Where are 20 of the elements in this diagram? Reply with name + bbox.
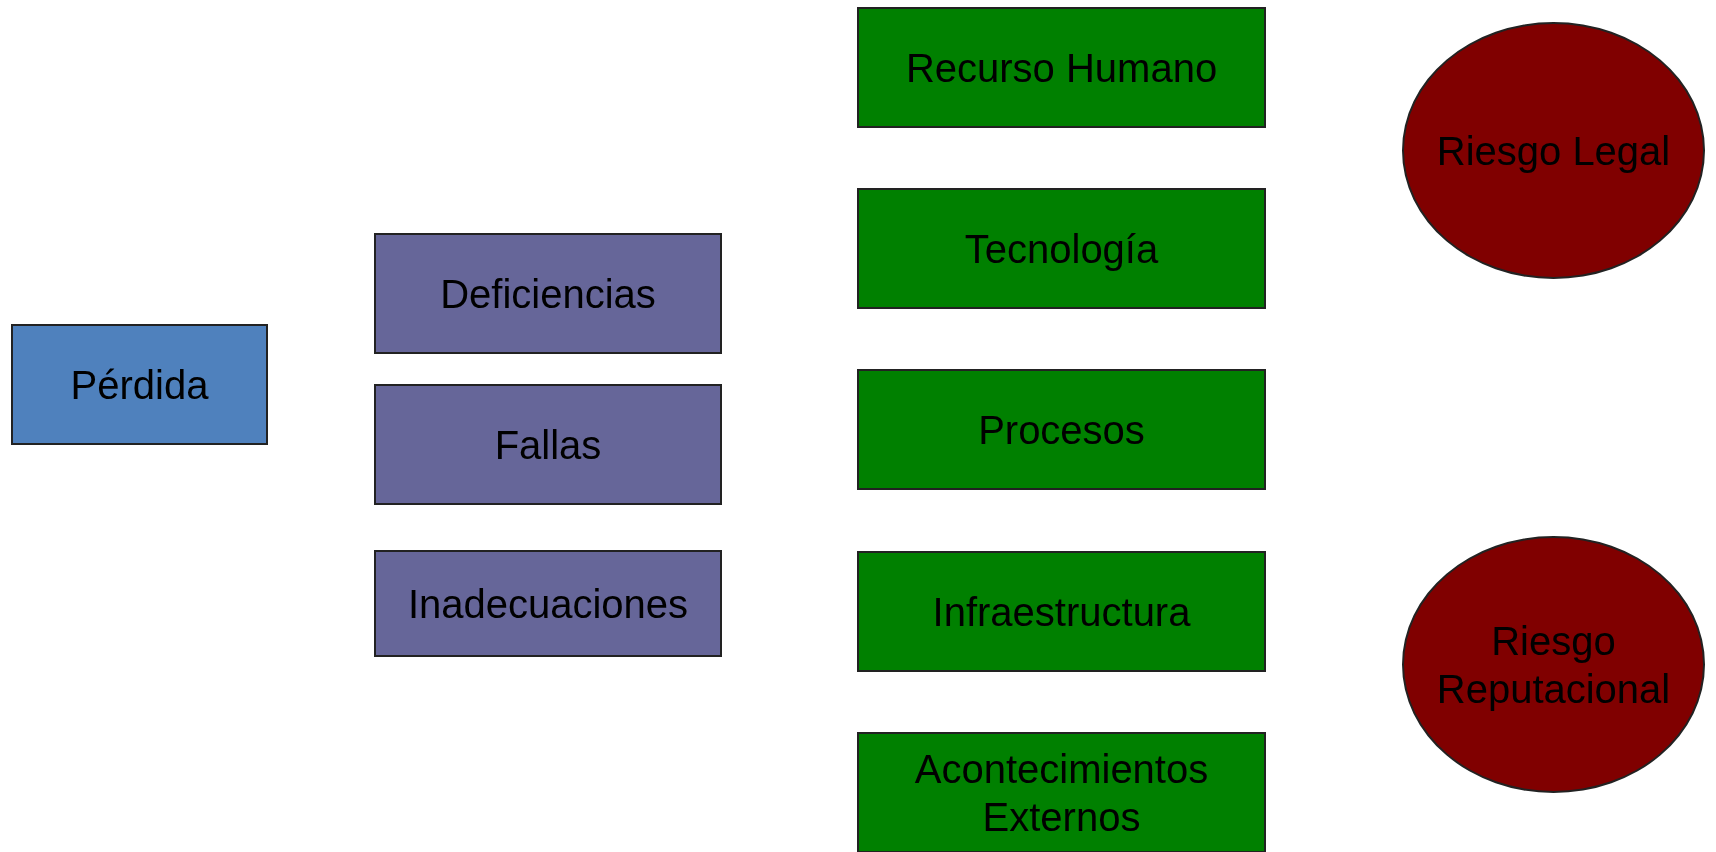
node-label: Riesgo Reputacional xyxy=(1435,617,1672,713)
node-label: Fallas xyxy=(494,421,602,469)
cause-box xyxy=(374,233,722,354)
cause-box xyxy=(374,550,722,657)
factor-box xyxy=(857,188,1266,309)
factor-box xyxy=(857,732,1266,852)
loss-box xyxy=(11,324,268,445)
factor-box xyxy=(857,7,1266,128)
node-label: Procesos xyxy=(978,406,1145,454)
node-label: Riesgo Legal xyxy=(1436,127,1671,175)
node-label: Deficiencias xyxy=(440,270,656,318)
node-label: Tecnología xyxy=(964,225,1159,273)
node-label: Pérdida xyxy=(70,361,209,409)
node-label: Infraestructura xyxy=(932,588,1191,636)
factor-box xyxy=(857,369,1266,490)
node-label: Acontecimientos Externos xyxy=(913,745,1210,841)
node-label: Inadecuaciones xyxy=(407,580,689,628)
node-label: Recurso Humano xyxy=(905,44,1218,92)
factor-box xyxy=(857,551,1266,672)
cause-box xyxy=(374,384,722,505)
